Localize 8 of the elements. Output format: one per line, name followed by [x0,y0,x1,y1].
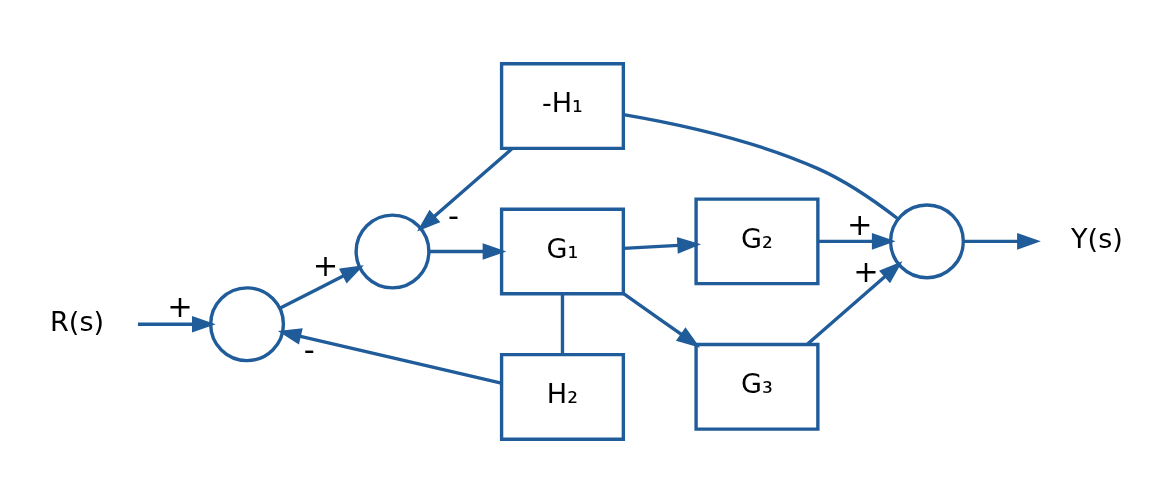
node-text: R(s) [50,305,105,337]
edge-label: - [303,332,315,368]
edge-label: + [847,206,873,242]
edge-label: - [447,198,459,234]
edge-label: + [853,253,879,289]
node-text: Y(s) [1071,222,1123,254]
edge-label: + [167,289,193,325]
edge-label: + [312,248,339,284]
